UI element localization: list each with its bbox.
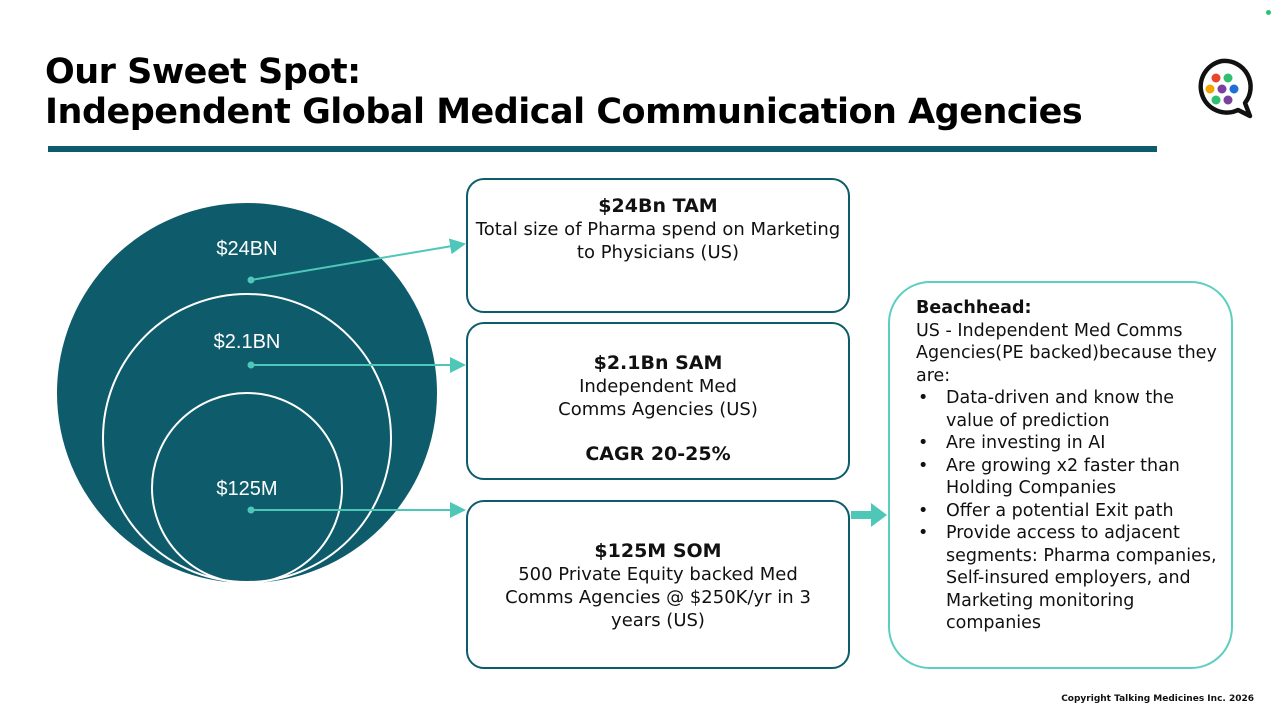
sam-cagr: CAGR 20-25% xyxy=(585,443,731,465)
connector-som xyxy=(247,502,466,518)
tam-heading: $24Bn TAM xyxy=(598,195,718,217)
tam-circle-label: $24BN xyxy=(216,238,277,260)
beachhead-intro: US - Independent Med Comms Agencies(PE b… xyxy=(916,320,1217,386)
speech-bubble-logo-icon xyxy=(1198,58,1253,119)
som-circle-label: $125M xyxy=(216,478,277,500)
slide-title: Our Sweet Spot: Independent Global Medic… xyxy=(45,52,1145,132)
list-item: Data-driven and know the value of predic… xyxy=(916,387,1219,432)
copyright-notice: Copyright Talking Medicines Inc. 2026 xyxy=(1061,694,1254,704)
list-item: Offer a potential Exit path xyxy=(916,500,1219,523)
beachhead-heading: Beachhead: xyxy=(916,298,1032,318)
beachhead-box: Beachhead: US - Independent Med Comms Ag… xyxy=(888,281,1233,669)
connector-tam xyxy=(247,238,466,284)
list-item: Are investing in AI xyxy=(916,432,1219,455)
tam-box: $24Bn TAM Total size of Pharma spend on … xyxy=(466,178,850,313)
beachhead-list: Data-driven and know the value of predic… xyxy=(916,387,1219,635)
sam-description: Independent Med Comms Agencies (US) xyxy=(558,376,758,420)
title-underline xyxy=(48,146,1157,152)
corner-dot xyxy=(1266,10,1271,15)
arrow-to-beachhead-icon xyxy=(851,503,887,527)
som-description: 500 Private Equity backed Med Comms Agen… xyxy=(505,564,811,631)
connector-sam xyxy=(247,357,466,373)
sam-heading: $2.1Bn SAM xyxy=(593,352,723,374)
som-circle xyxy=(151,392,343,584)
som-box: $125M SOM 500 Private Equity backed Med … xyxy=(466,500,850,669)
sam-box: $2.1Bn SAM Independent Med Comms Agencie… xyxy=(466,322,850,480)
title-line-2: Independent Global Medical Communication… xyxy=(45,92,1083,132)
som-heading: $125M SOM xyxy=(594,540,722,562)
sam-circle-label: $2.1BN xyxy=(214,331,281,353)
list-item: Provide access to adjacent segments: Pha… xyxy=(916,522,1219,635)
list-item: Are growing x2 faster than Holding Compa… xyxy=(916,455,1219,500)
title-line-1: Our Sweet Spot: xyxy=(45,52,361,92)
tam-description: Total size of Pharma spend on Marketing … xyxy=(475,219,841,263)
